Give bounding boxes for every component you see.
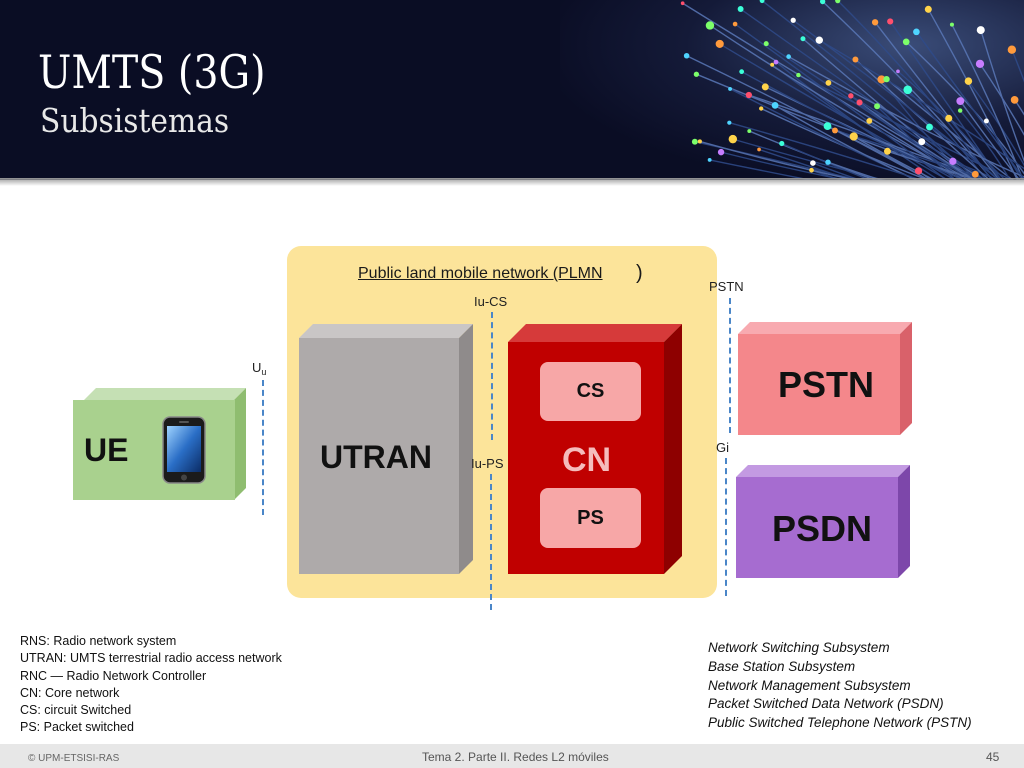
plmn-label-paren: ) xyxy=(636,262,643,284)
subsystem-notes: Network Switching Subsystem Base Station… xyxy=(708,639,972,733)
header-shadow xyxy=(0,178,1024,186)
note-item: Network Switching Subsystem xyxy=(708,640,890,655)
iu-cs-interface-line xyxy=(491,312,493,440)
gi-interface-label: Gi xyxy=(716,440,729,455)
uu-interface-line xyxy=(262,380,264,515)
cs-box: CS xyxy=(540,362,641,421)
pstn-interface-label: PSTN xyxy=(709,279,744,294)
note-item: CS: circuit Switched xyxy=(20,703,132,718)
note-item: CN: Core network xyxy=(20,685,120,700)
note-item: PS: Packet switched xyxy=(20,720,134,735)
pstn-interface-line xyxy=(729,298,731,433)
ps-box: PS xyxy=(540,488,641,548)
note-item: Public Switched Telephone Network (PSTN) xyxy=(708,715,972,731)
note-item: UTRAN: UMTS terrestrial radio access net… xyxy=(20,651,282,666)
gi-interface-line xyxy=(725,458,727,596)
iu-ps-interface-label: Iu-PS xyxy=(471,456,504,471)
page-subtitle: Subsistemas xyxy=(40,101,230,140)
note-item: RNS: Radio network system xyxy=(20,634,177,648)
smartphone-icon xyxy=(162,416,206,484)
footer-copyright: © UPM-ETSISI-RAS xyxy=(28,753,120,764)
footer-course-title: Tema 2. Parte II. Redes L2 móviles xyxy=(422,750,609,764)
note-item: RNC — Radio Network Controller xyxy=(20,668,207,683)
abbreviation-notes: RNS: Radio network system UTRAN: UMTS te… xyxy=(20,633,282,737)
note-item: Network Management Subsystem xyxy=(708,677,911,693)
iu-cs-interface-label: Iu-CS xyxy=(474,294,508,309)
fiber-optic-image xyxy=(560,0,1024,180)
pstn-label: PSTN xyxy=(778,364,875,405)
utran-label: UTRAN xyxy=(320,439,432,475)
psdn-label: PSDN xyxy=(772,508,873,549)
page-number: 45 xyxy=(986,750,1000,764)
plmn-label: Public land mobile network (PLMN xyxy=(358,265,603,282)
note-item: Packet Switched Data Network (PSDN) xyxy=(708,696,944,712)
ue-label: UE xyxy=(84,432,129,468)
header-banner: UMTS (3G) Subsistemas xyxy=(0,0,1024,180)
footer-bar xyxy=(0,744,1024,768)
note-item: Base Station Subsystem xyxy=(708,658,856,674)
cn-label: CN xyxy=(562,441,612,479)
uu-interface-label: Uu xyxy=(252,360,267,377)
page-title: UMTS (3G) xyxy=(38,45,266,99)
iu-ps-interface-line xyxy=(490,474,492,610)
